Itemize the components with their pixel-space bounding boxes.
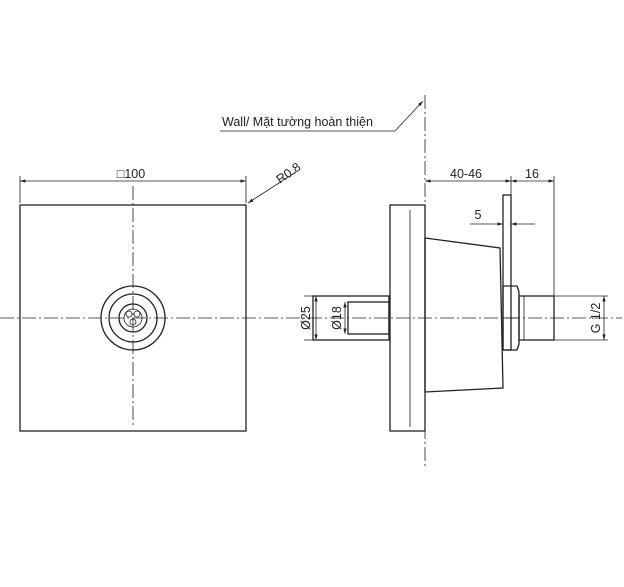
nozzle-core [123,308,143,328]
outlet-thread [518,295,555,341]
valve-body [424,237,504,393]
inner-ring [108,293,158,343]
side-view: Wall/ Mặt tường hoàn thiện 40-46 16 5 [220,95,608,468]
dim-5-label: 5 [475,208,482,222]
hex-nut [502,285,520,351]
wall-label: Wall/ Mặt tường hoàn thiện [222,115,373,129]
thread-label: G 1/2 [589,303,603,334]
dia-25-label: Ø25 [299,306,313,330]
dim-16-label: 16 [525,167,539,181]
nozzle-ring [118,303,148,333]
nozzle-dot-1 [125,310,133,318]
dim-40-46-label: 40-46 [450,167,482,181]
nozzle-dot-3 [129,318,137,326]
wall-leader [220,100,424,132]
outer-ring [100,285,166,351]
dia-18-label: Ø18 [330,306,344,330]
nozzle-dot-2 [133,310,141,318]
radius-label: R0.8 [274,160,304,187]
radius-leader [247,171,297,204]
mounting-flange [502,194,512,351]
inlet-pipe-inner [347,301,390,335]
width-label: □100 [117,167,145,181]
